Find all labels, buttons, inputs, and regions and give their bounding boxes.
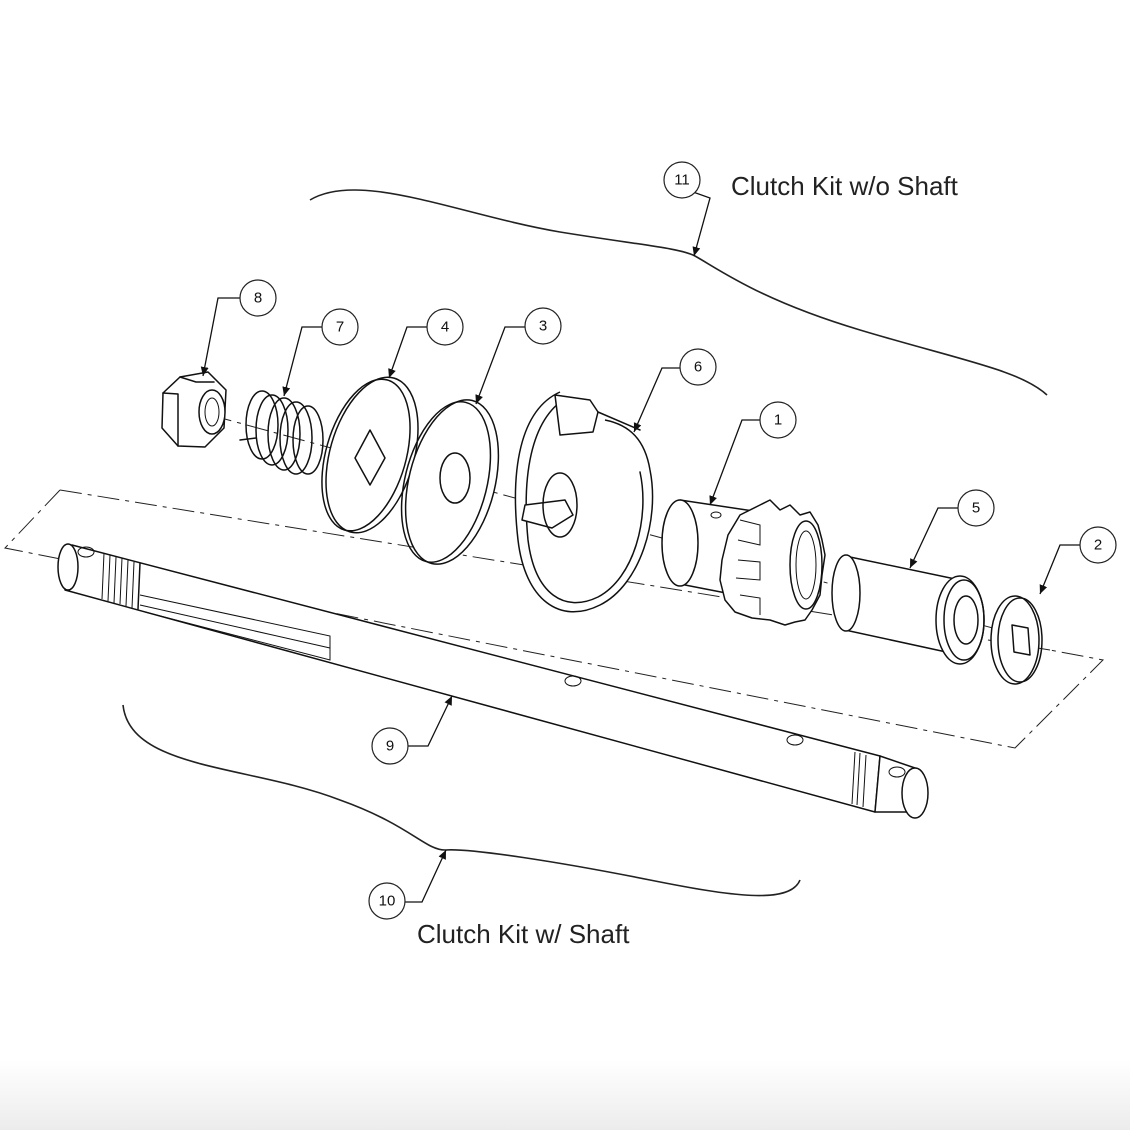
shaft-part-9	[57, 543, 929, 819]
clutch-band-part-6	[514, 391, 654, 613]
kit-label-without-shaft: Clutch Kit w/o Shaft	[731, 171, 959, 201]
callout-7: 7	[321, 308, 359, 346]
spring-part-7	[239, 390, 324, 475]
kit-label-with-shaft: Clutch Kit w/ Shaft	[417, 919, 630, 949]
leader-lines	[200, 181, 1080, 903]
svg-text:6: 6	[694, 359, 702, 376]
svg-text:1: 1	[774, 412, 782, 429]
svg-text:3: 3	[539, 318, 547, 335]
bushing-part-5	[831, 554, 985, 665]
callout-3: 3	[524, 307, 562, 345]
callout-10: 10	[368, 882, 406, 920]
callout-4: 4	[426, 308, 464, 346]
callout-8: 8	[239, 279, 277, 317]
svg-text:5: 5	[972, 500, 980, 517]
callout-9: 9	[371, 727, 409, 765]
svg-text:10: 10	[379, 893, 396, 910]
svg-text:11: 11	[674, 172, 690, 189]
d-washer-part-2	[990, 595, 1043, 685]
callout-1: 1	[759, 401, 797, 439]
svg-text:9: 9	[386, 738, 394, 755]
svg-text:8: 8	[254, 290, 262, 307]
hex-nut-part-8	[161, 371, 227, 448]
callout-5: 5	[957, 489, 995, 527]
gear-hub-part-1	[661, 499, 826, 626]
bottom-fade	[0, 1060, 1130, 1130]
callout-2: 2	[1079, 526, 1117, 564]
svg-text:4: 4	[441, 319, 449, 336]
brace-kit-without-shaft	[309, 189, 1048, 396]
callout-6: 6	[679, 348, 717, 386]
svg-text:2: 2	[1094, 537, 1102, 554]
washer-part-3	[400, 399, 500, 565]
callout-11: 11	[663, 161, 701, 199]
svg-text:7: 7	[336, 319, 344, 336]
